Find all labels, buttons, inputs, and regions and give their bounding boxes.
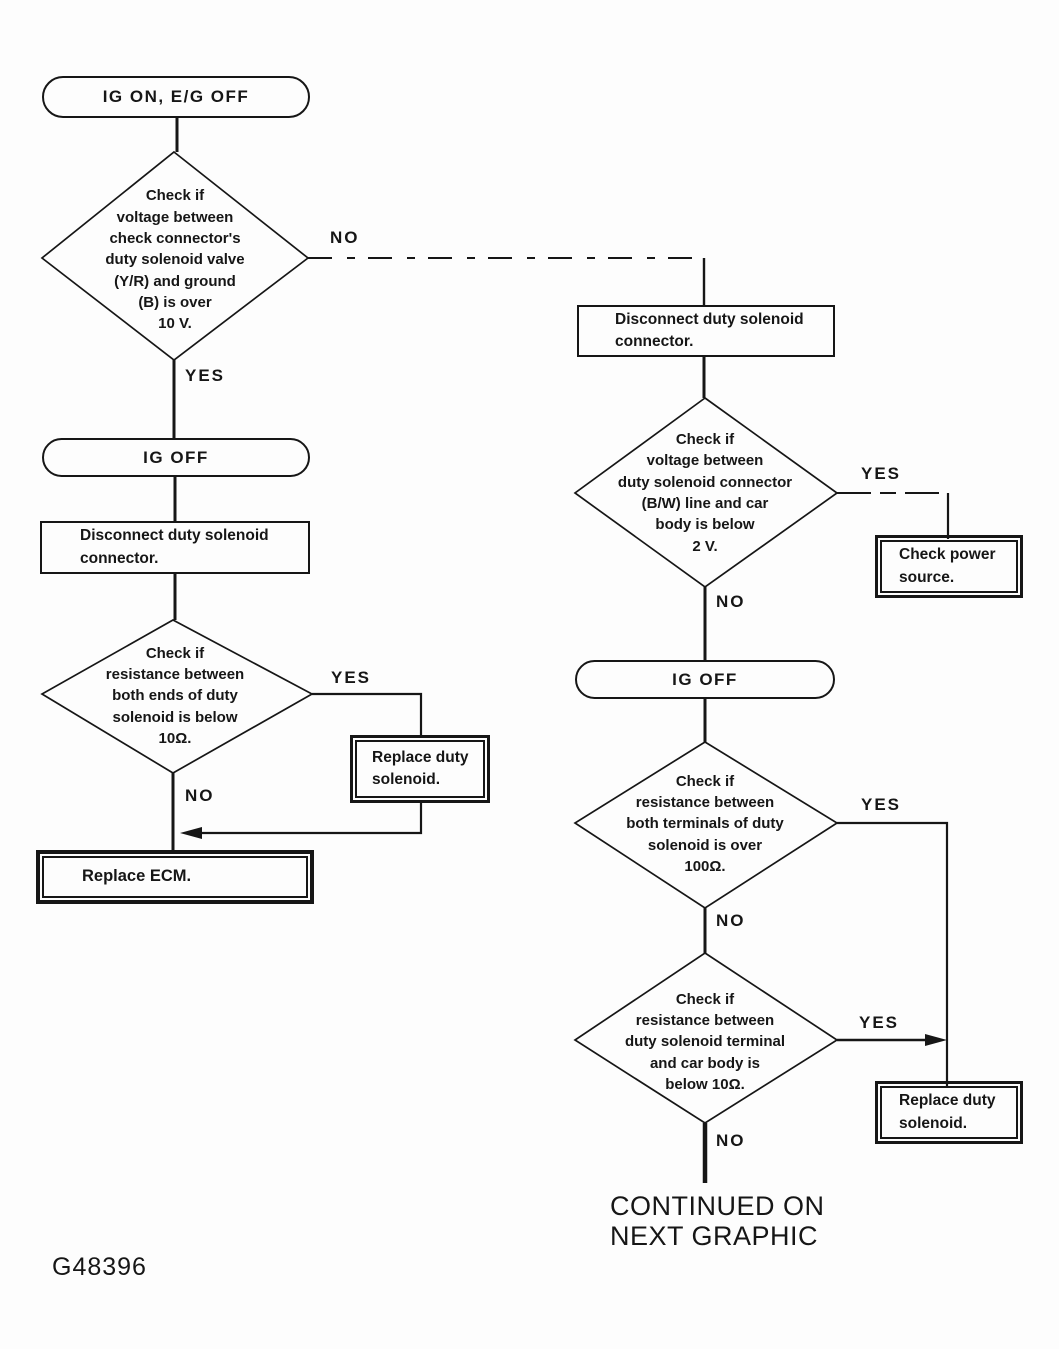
process-disconnect-connector-left: Disconnect duty solenoid connector. <box>40 521 310 574</box>
start-terminal: IG ON, E/G OFF <box>42 76 310 118</box>
branch-yes-label: YES <box>331 668 372 687</box>
ig-off-label: IG OFF <box>672 669 738 689</box>
connector-yes <box>312 692 423 738</box>
connector-yes <box>837 821 949 1086</box>
branch-yes-label: YES <box>861 795 902 814</box>
decision-voltage-check-connector: Check if voltage between check connector… <box>105 187 245 333</box>
branch-no-label: NO <box>330 228 360 247</box>
branch-no-label: NO <box>716 911 746 930</box>
decision-resistance-duty-solenoid: Check if resistance between both ends of… <box>105 644 245 747</box>
ig-off-terminal-right: IG OFF <box>575 660 835 699</box>
branch-no-label: NO <box>716 1131 746 1150</box>
branch-yes-label: YES <box>859 1013 900 1032</box>
start-terminal-label: IG ON, E/G OFF <box>102 87 250 106</box>
action-check-power-source: Check power source. <box>875 535 1023 598</box>
continued-note: CONTINUED ON NEXT GRAPHIC <box>610 1191 825 1251</box>
decision-voltage-duty-connector: Check if voltage between duty solenoid c… <box>617 431 793 555</box>
action-replace-duty-solenoid-left: Replace duty solenoid. <box>350 735 490 803</box>
decision-resistance-terminals: Check if resistance between both termina… <box>626 772 784 875</box>
branch-yes-label: YES <box>185 366 226 385</box>
ig-off-terminal-left: IG OFF <box>42 438 310 477</box>
action-replace-ecm: Replace ECM. <box>36 850 314 904</box>
action-replace-duty-solenoid-right: Replace duty solenoid. <box>875 1081 1023 1144</box>
process-disconnect-connector-right: Disconnect duty solenoid connector. <box>577 305 835 357</box>
branch-yes-label: YES <box>861 464 902 483</box>
branch-no-label: NO <box>716 592 746 611</box>
ig-off-label: IG OFF <box>143 447 209 467</box>
arrowhead-left <box>180 827 202 839</box>
figure-id: G48396 <box>52 1253 147 1281</box>
decision-resistance-car-body: Check if resistance between duty solenoi… <box>624 990 786 1093</box>
branch-no-label: NO <box>185 786 215 805</box>
connector-return <box>192 800 423 835</box>
arrowhead-right <box>925 1034 947 1046</box>
